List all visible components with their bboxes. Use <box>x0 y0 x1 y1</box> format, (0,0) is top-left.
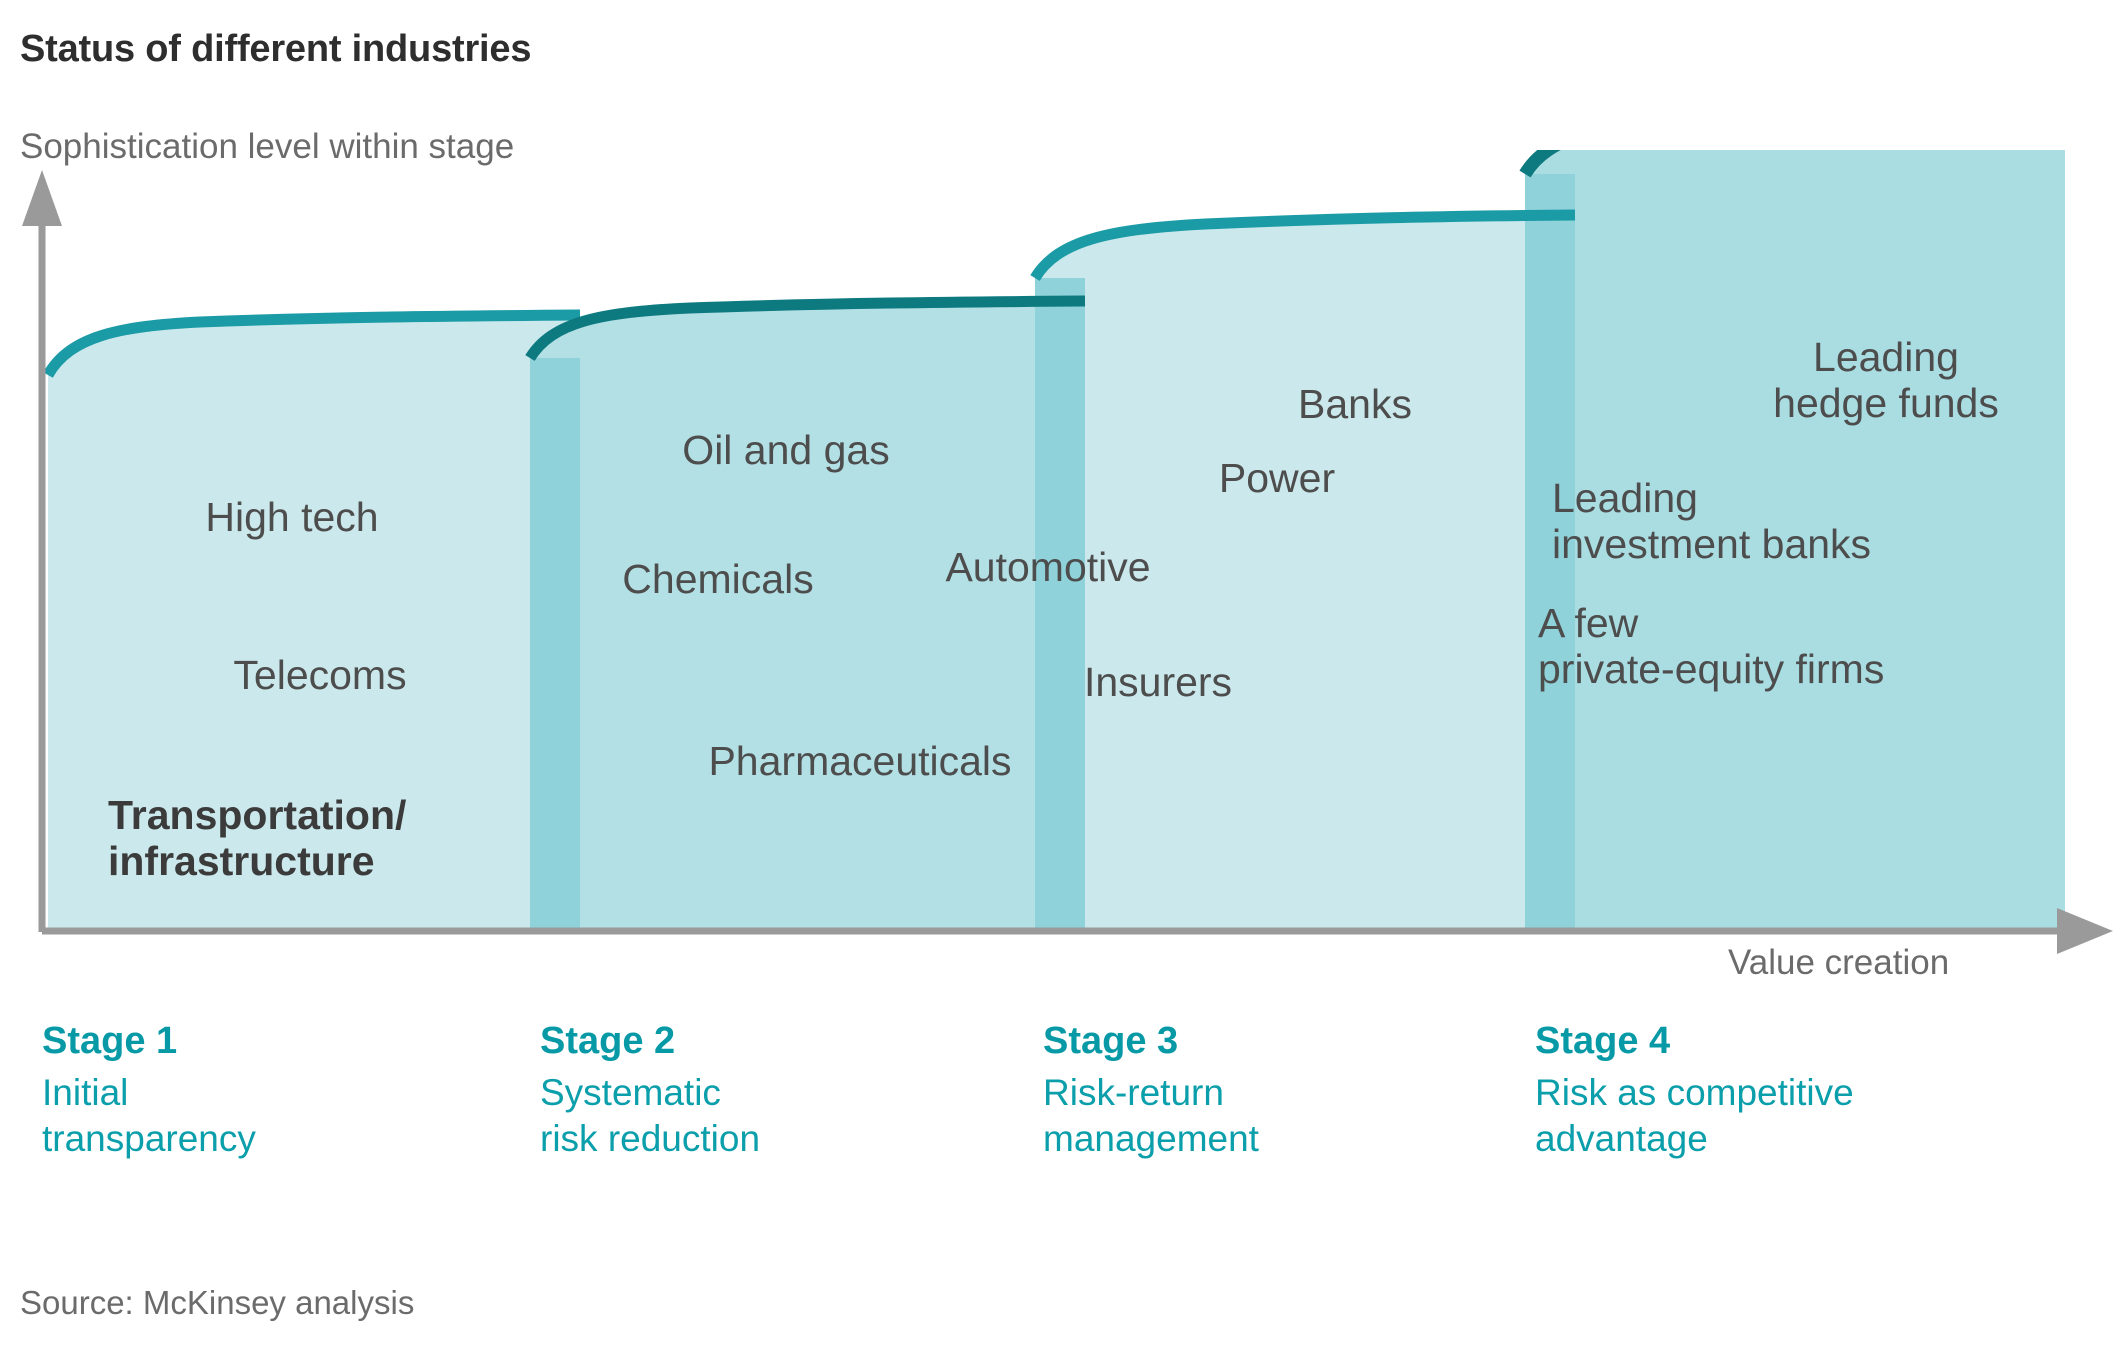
stage-legend: Stage 1 Initial transparency Stage 2 Sys… <box>0 1020 2125 1210</box>
page-title: Status of different industries <box>20 28 532 70</box>
overlap-band-1-2 <box>530 358 580 930</box>
area-chart-plot <box>22 150 2113 954</box>
x-axis-label: Value creation <box>1728 943 1950 982</box>
stage-1-title: Stage 1 <box>42 1020 178 1062</box>
stage-2-title: Stage 2 <box>540 1020 676 1062</box>
stage-3-description: Risk-return management <box>1043 1072 1259 1159</box>
stage-1-area <box>48 315 580 930</box>
stage-3-curve <box>1030 209 1576 282</box>
stage-4-description: Risk as competitive advantage <box>1535 1072 1854 1159</box>
stage-4-title: Stage 4 <box>1535 1020 1671 1062</box>
y-axis-label: Sophistication level within stage <box>20 127 515 166</box>
source-note: Source: McKinsey analysis <box>20 1284 415 1321</box>
stage-1-curve <box>43 309 581 378</box>
stage-legend-item-1[interactable]: Stage 1 Initial transparency <box>42 1020 256 1162</box>
stage-2-curve <box>525 295 1086 362</box>
overlap-band-2-3 <box>1035 278 1085 930</box>
stage-legend-item-4[interactable]: Stage 4 Risk as competitive advantage <box>1535 1020 1854 1162</box>
y-axis-arrowhead <box>22 170 62 226</box>
stage-2-area <box>530 301 1085 930</box>
overlap-band-3-4 <box>1525 174 1575 930</box>
stage-1-description: Initial transparency <box>42 1072 256 1159</box>
stage-3-title: Stage 3 <box>1043 1020 1179 1062</box>
stage-legend-item-2[interactable]: Stage 2 Systematic risk reduction <box>540 1020 760 1162</box>
stage-legend-item-3[interactable]: Stage 3 Risk-return management <box>1043 1020 1259 1162</box>
x-axis-arrowhead <box>2057 908 2113 954</box>
stage-2-description: Systematic risk reduction <box>540 1072 761 1159</box>
stage-4-area <box>1525 150 2065 930</box>
stage-3-area <box>1035 215 1575 930</box>
